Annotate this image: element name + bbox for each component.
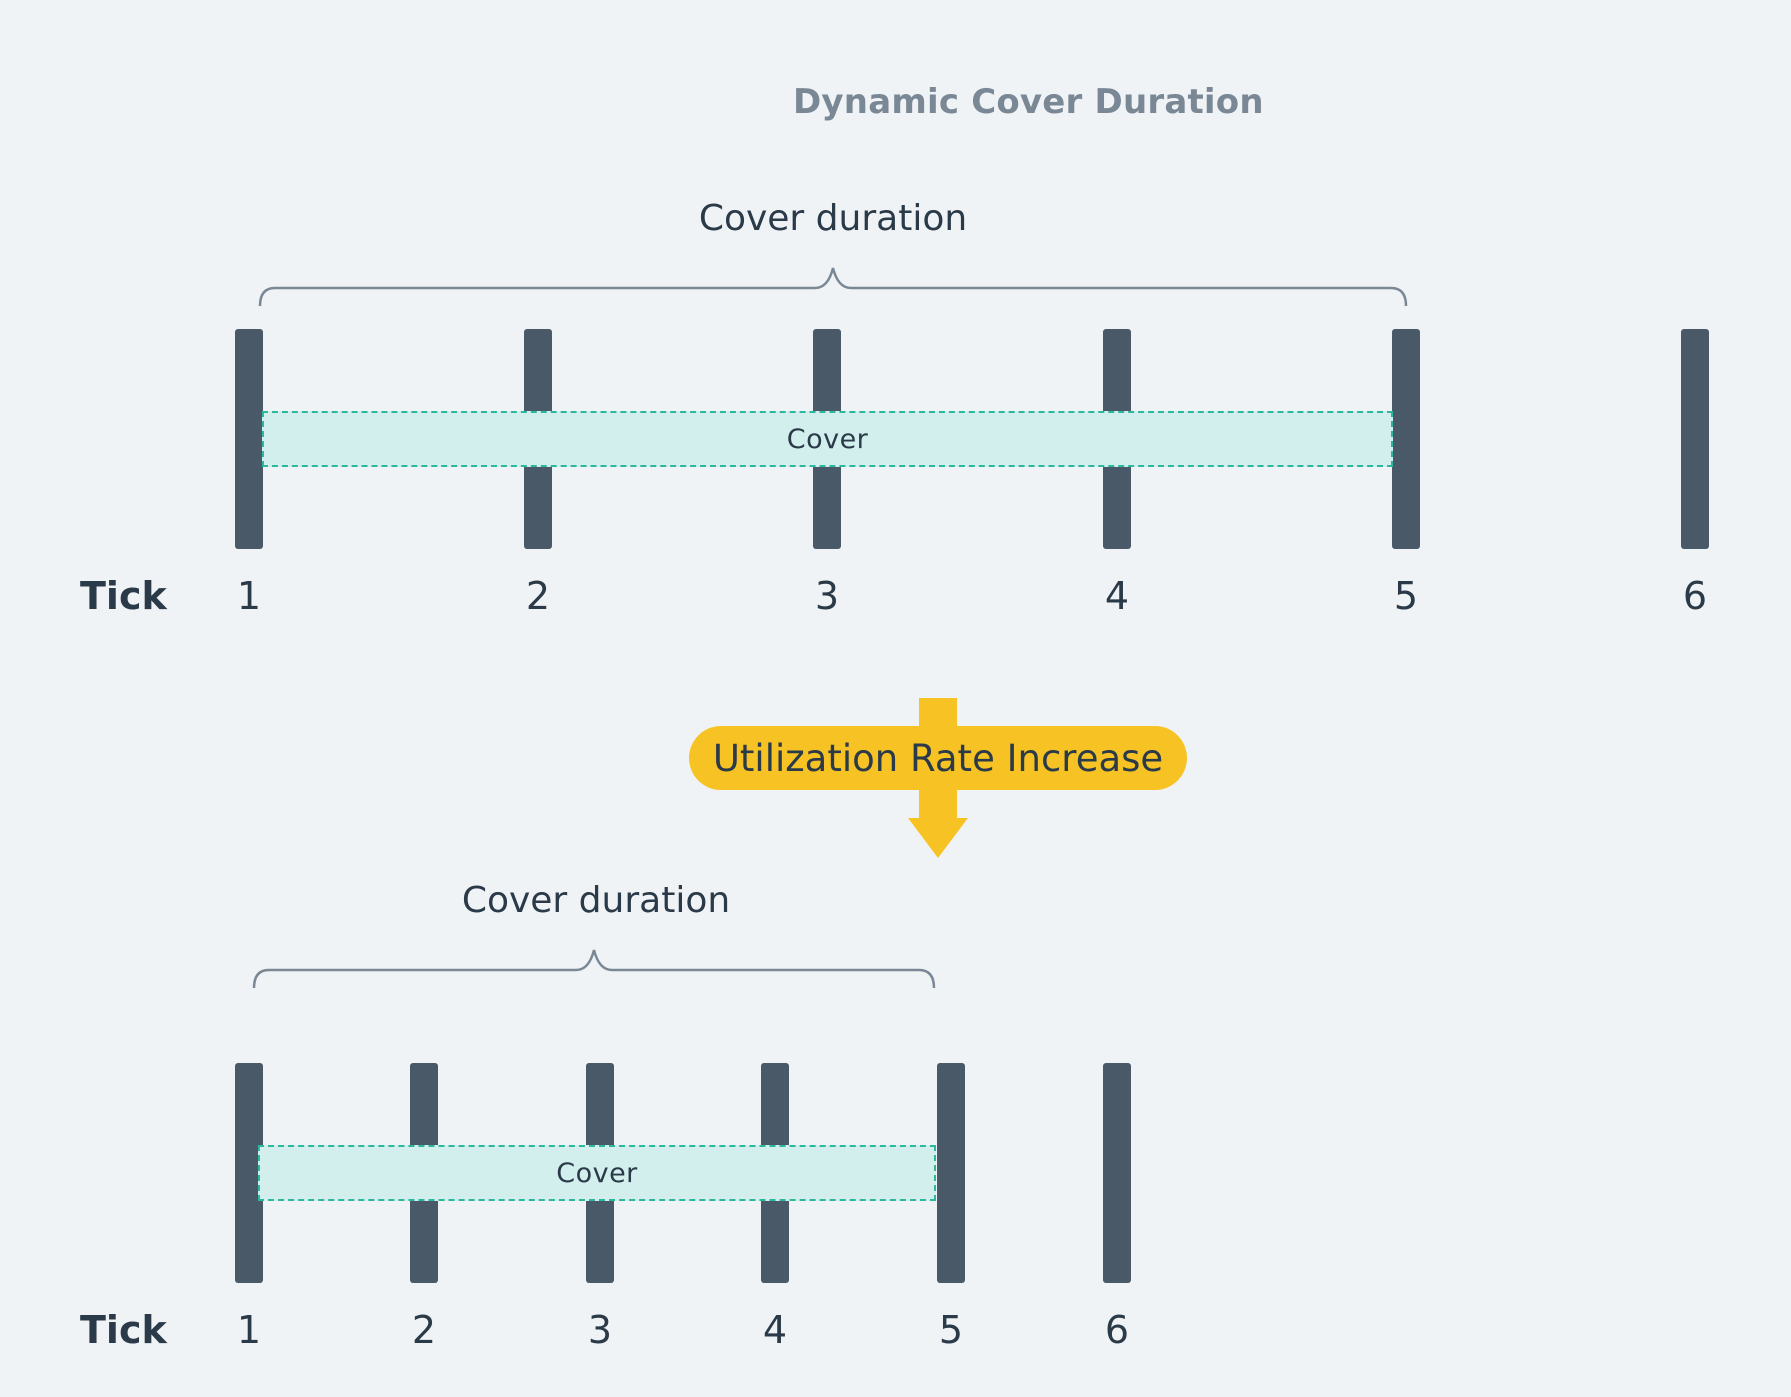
utilization-rate-badge: Utilization Rate Increase	[689, 726, 1187, 790]
top-tick-bar-6	[1681, 329, 1709, 549]
top-tick-number-1: 1	[236, 574, 262, 618]
utilization-rate-label: Utilization Rate Increase	[712, 736, 1164, 780]
bottom-tick-bar-6	[1103, 1063, 1131, 1283]
bottom-tick-number-3: 3	[587, 1308, 613, 1352]
top-cover-label: Cover	[786, 423, 869, 455]
bottom-cover-block: Cover	[258, 1145, 936, 1201]
bottom-tick-number-2: 2	[411, 1308, 437, 1352]
top-tick-number-5: 5	[1393, 574, 1419, 618]
top-cover-block: Cover	[262, 411, 1393, 467]
bottom-brace-label: Cover duration	[461, 880, 731, 921]
top-tick-word: Tick	[80, 574, 167, 618]
bottom-brace	[252, 949, 936, 989]
top-tick-bar-1	[235, 329, 263, 549]
top-tick-number-4: 4	[1104, 574, 1130, 618]
down-arrow-icon	[908, 818, 968, 858]
bottom-cover-label: Cover	[556, 1157, 638, 1189]
top-brace-label: Cover duration	[698, 198, 968, 239]
top-tick-bar-5	[1392, 329, 1420, 549]
bottom-tick-number-1: 1	[236, 1308, 262, 1352]
top-brace	[258, 267, 1408, 307]
top-tick-number-6: 6	[1682, 574, 1708, 618]
diagram-title: Dynamic Cover Duration	[793, 82, 1264, 122]
top-tick-number-3: 3	[814, 574, 840, 618]
bottom-tick-word: Tick	[80, 1308, 167, 1352]
bottom-tick-number-6: 6	[1104, 1308, 1130, 1352]
bottom-tick-number-4: 4	[762, 1308, 788, 1352]
bottom-tick-number-5: 5	[938, 1308, 964, 1352]
bottom-tick-bar-5	[937, 1063, 965, 1283]
top-tick-number-2: 2	[525, 574, 551, 618]
